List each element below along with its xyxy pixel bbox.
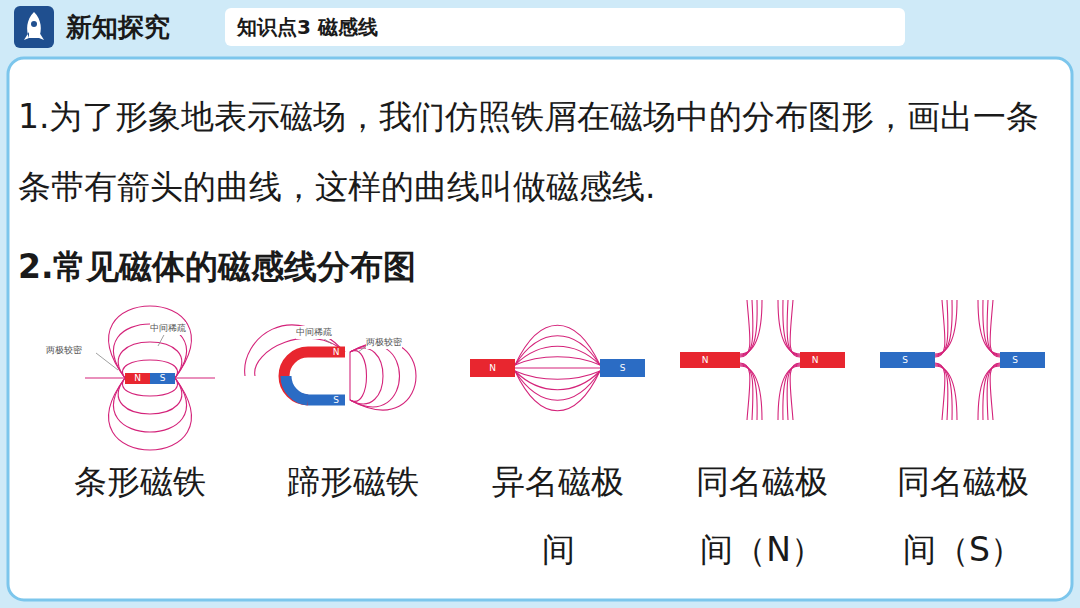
caption: 同名磁极间（S）	[893, 448, 1033, 584]
pole-letter: N	[326, 346, 346, 358]
field-line	[790, 363, 800, 420]
header-text: 知识点3 磁感线	[237, 14, 893, 40]
section-heading: 2.常见磁体的磁感线分布图	[18, 232, 417, 302]
field-line	[935, 300, 957, 354]
rocket-window	[31, 21, 37, 27]
field-line	[987, 300, 1000, 356]
field-line	[740, 300, 750, 357]
field-line	[983, 300, 1000, 355]
field-line	[350, 342, 416, 410]
field-line	[935, 364, 948, 420]
field-line	[935, 300, 952, 355]
rocket-icon	[24, 12, 44, 40]
field-line	[990, 363, 1000, 420]
field-line	[175, 377, 215, 378]
pole-letter: N	[470, 362, 515, 374]
pole-letter: S	[326, 394, 346, 406]
content-panel	[8, 58, 1072, 600]
field-line	[740, 363, 750, 420]
pole-letter: N	[125, 372, 150, 384]
field-line	[515, 367, 600, 368]
pole-letter: N	[690, 354, 720, 366]
caption: 同名磁极间（N）	[692, 448, 832, 584]
section-tab: 新知探究	[58, 8, 178, 46]
field-line	[978, 366, 1000, 420]
figure-note: 中间稀疏	[296, 326, 332, 339]
field-line	[109, 306, 192, 378]
field-line	[935, 363, 945, 420]
pole-letter: S	[150, 372, 175, 384]
field-line	[740, 300, 757, 355]
rocket-badge	[14, 6, 54, 48]
field-line	[515, 325, 600, 365]
body-text: 1.为了形象地表示磁场，我们仿照铁屑在磁场中的分布图形，画出一条条带有箭头的曲线…	[18, 82, 1068, 222]
field-line	[935, 300, 945, 357]
field-line	[978, 300, 1000, 354]
pole-letter: S	[1000, 354, 1030, 366]
topic-bar: 知识点3 磁感线	[225, 8, 905, 46]
caption: 异名磁极间	[488, 448, 628, 584]
field-line	[515, 371, 600, 411]
field-line	[109, 378, 192, 450]
figure-note: 两极较密	[366, 336, 402, 349]
figure-note: 中间稀疏	[150, 322, 186, 335]
pole-letter: N	[800, 354, 830, 366]
field-line	[990, 300, 1000, 357]
horseshoe-s	[286, 376, 308, 400]
field-line	[515, 336, 600, 365]
leader-line	[96, 353, 118, 370]
field-line	[350, 351, 367, 402]
magnet-s	[1000, 352, 1045, 368]
field-line	[987, 364, 1000, 420]
field-line	[790, 300, 800, 357]
magnet-n	[470, 359, 515, 377]
field-line	[778, 300, 800, 354]
caption: 条形磁铁	[55, 448, 225, 516]
magnet-s	[150, 373, 175, 384]
field-line	[515, 371, 600, 400]
field-line	[983, 365, 1000, 420]
field-line	[350, 348, 383, 404]
field-line	[515, 357, 600, 365]
field-line	[787, 364, 800, 420]
field-lines	[85, 300, 1000, 450]
field-line	[740, 300, 762, 354]
magnet-n	[800, 352, 845, 368]
magnet-s	[600, 359, 645, 377]
figure-note: 两极较密	[46, 344, 82, 357]
field-line	[778, 366, 800, 420]
field-line	[740, 300, 753, 356]
field-line	[85, 377, 125, 378]
header-text: 新知探究	[66, 14, 170, 40]
magnet-n	[680, 352, 740, 368]
field-line	[515, 371, 600, 379]
field-line	[114, 378, 187, 432]
field-line	[783, 300, 800, 355]
field-line	[349, 352, 350, 400]
field-line	[740, 366, 762, 420]
pole-letter: S	[600, 362, 645, 374]
field-line	[118, 342, 181, 378]
field-line	[350, 345, 400, 407]
field-line	[935, 366, 957, 420]
field-line	[935, 300, 948, 356]
field-line	[787, 300, 800, 356]
field-line	[740, 364, 753, 420]
magnet-s	[880, 352, 935, 368]
field-line	[935, 365, 952, 420]
horseshoe-n	[284, 352, 345, 400]
magnet-n	[125, 373, 150, 384]
horseshoe-s	[308, 395, 345, 406]
pole-letter: S	[890, 354, 920, 366]
field-line	[740, 365, 757, 420]
field-line	[783, 365, 800, 420]
caption: 蹄形磁铁	[268, 448, 438, 516]
